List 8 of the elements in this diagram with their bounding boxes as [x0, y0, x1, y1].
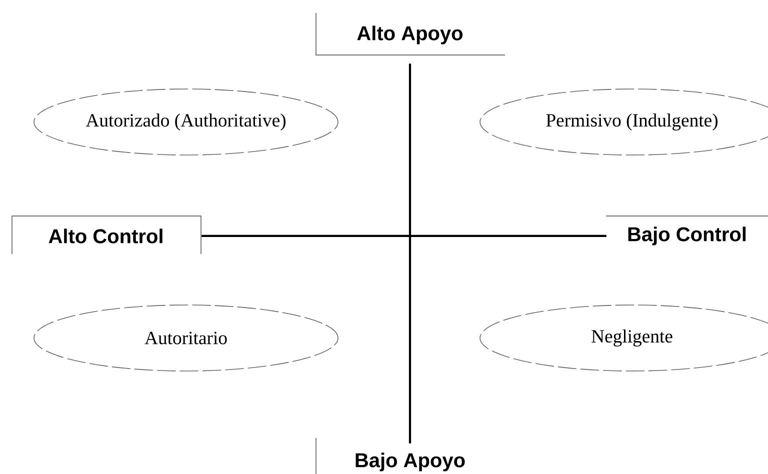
ellipse-node: Autoritario	[34, 304, 338, 372]
axis-line	[408, 64, 412, 444]
axis-label: Alto Control	[12, 216, 202, 254]
axis-label: Bajo Apoyo	[316, 438, 465, 474]
axis-label: Bajo Control	[606, 216, 768, 246]
axis-line	[202, 234, 606, 238]
ellipse-node: Autorizado (Authoritative)	[34, 88, 338, 156]
axis-label: Alto Apoyo	[316, 12, 506, 56]
